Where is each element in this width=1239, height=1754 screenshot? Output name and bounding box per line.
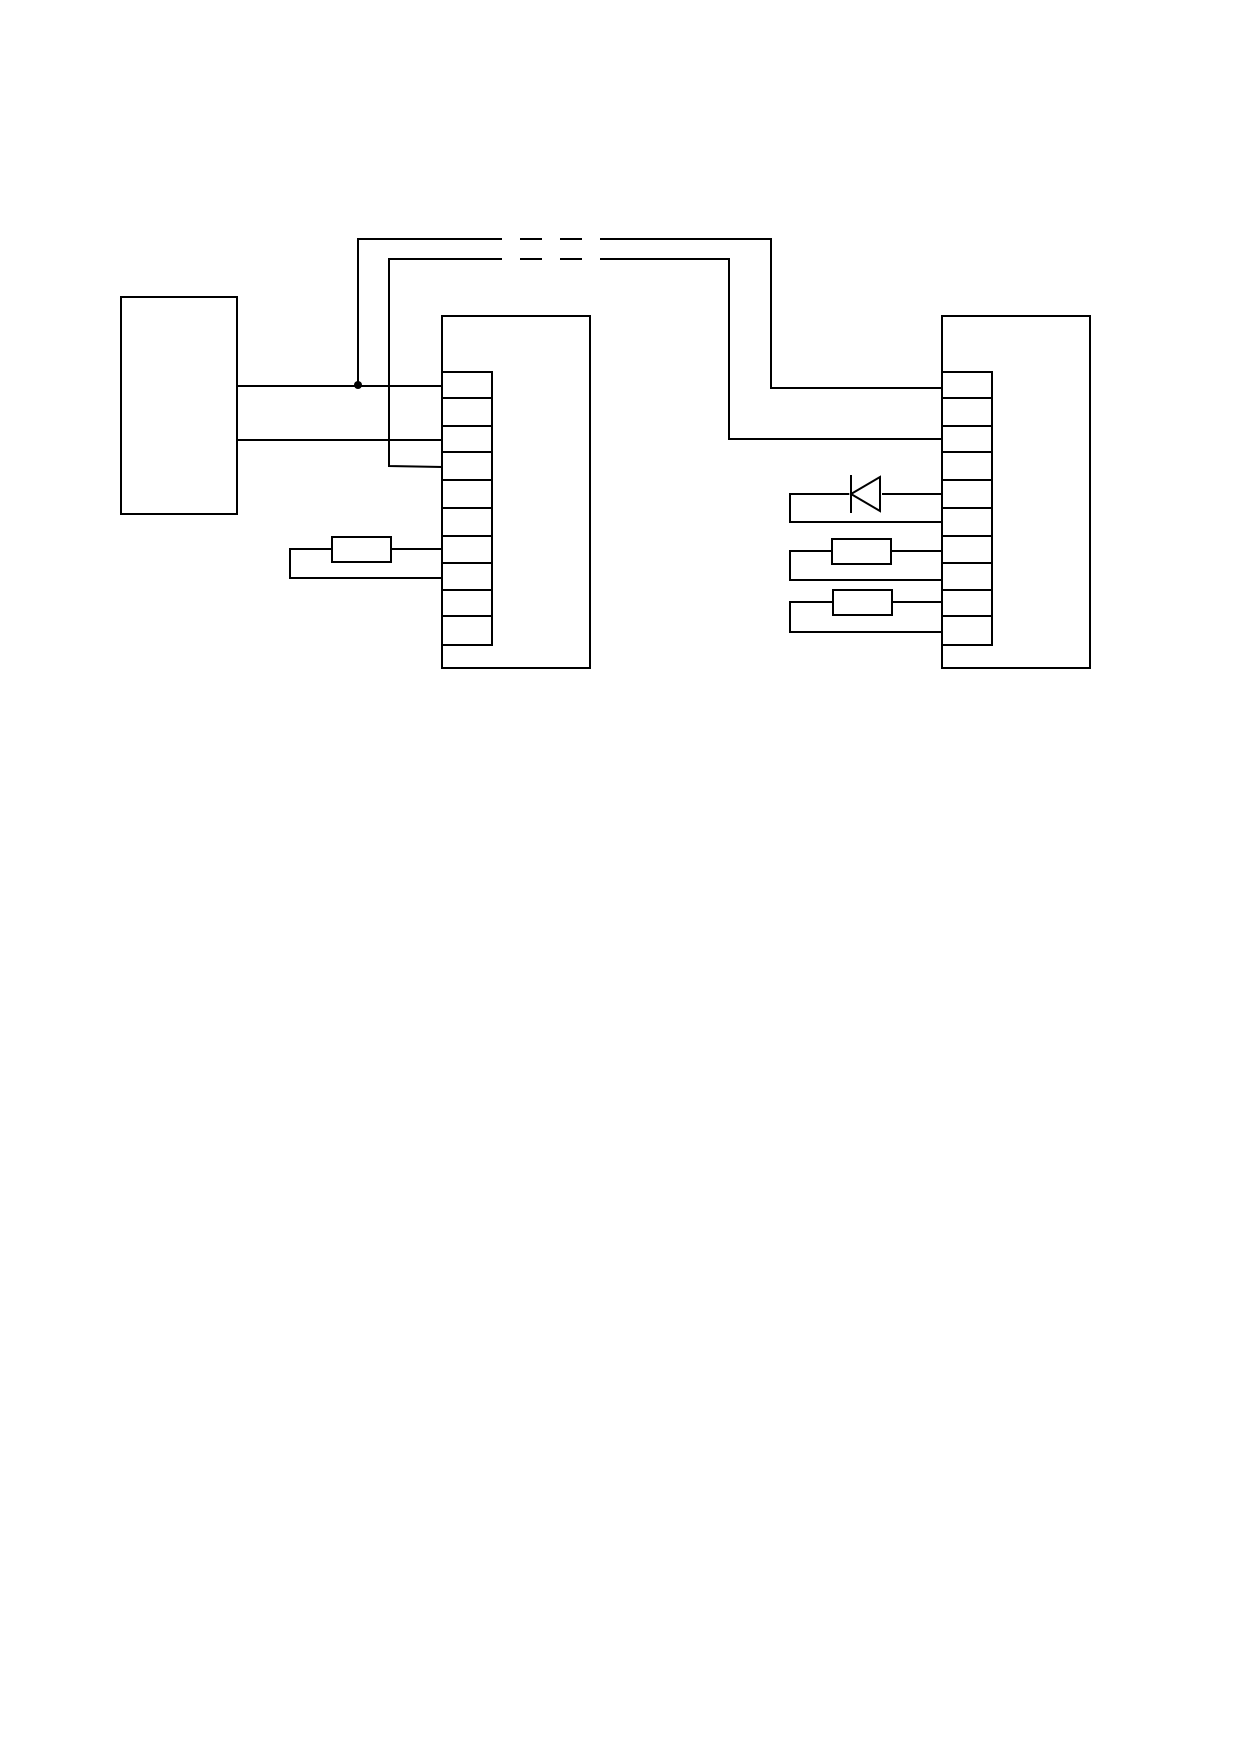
resistor-body-right-1 — [831, 538, 892, 565]
cable-wire-inner — [388, 258, 943, 469]
resistor-right-1 — [789, 538, 943, 581]
source-unit-box — [120, 296, 238, 515]
cable-wire-outer — [357, 238, 943, 389]
diode-right — [789, 475, 943, 523]
terminal-block-right — [941, 315, 1091, 669]
resistor-body-left — [331, 536, 392, 563]
terminal-block-left — [441, 315, 591, 669]
resistor-left — [289, 536, 443, 579]
terminal-dividers-right — [941, 397, 993, 617]
terminal-dividers-left — [441, 397, 493, 617]
resistor-right-2 — [789, 589, 943, 633]
diode-icon — [849, 475, 881, 513]
resistor-body-right-2 — [832, 589, 893, 616]
